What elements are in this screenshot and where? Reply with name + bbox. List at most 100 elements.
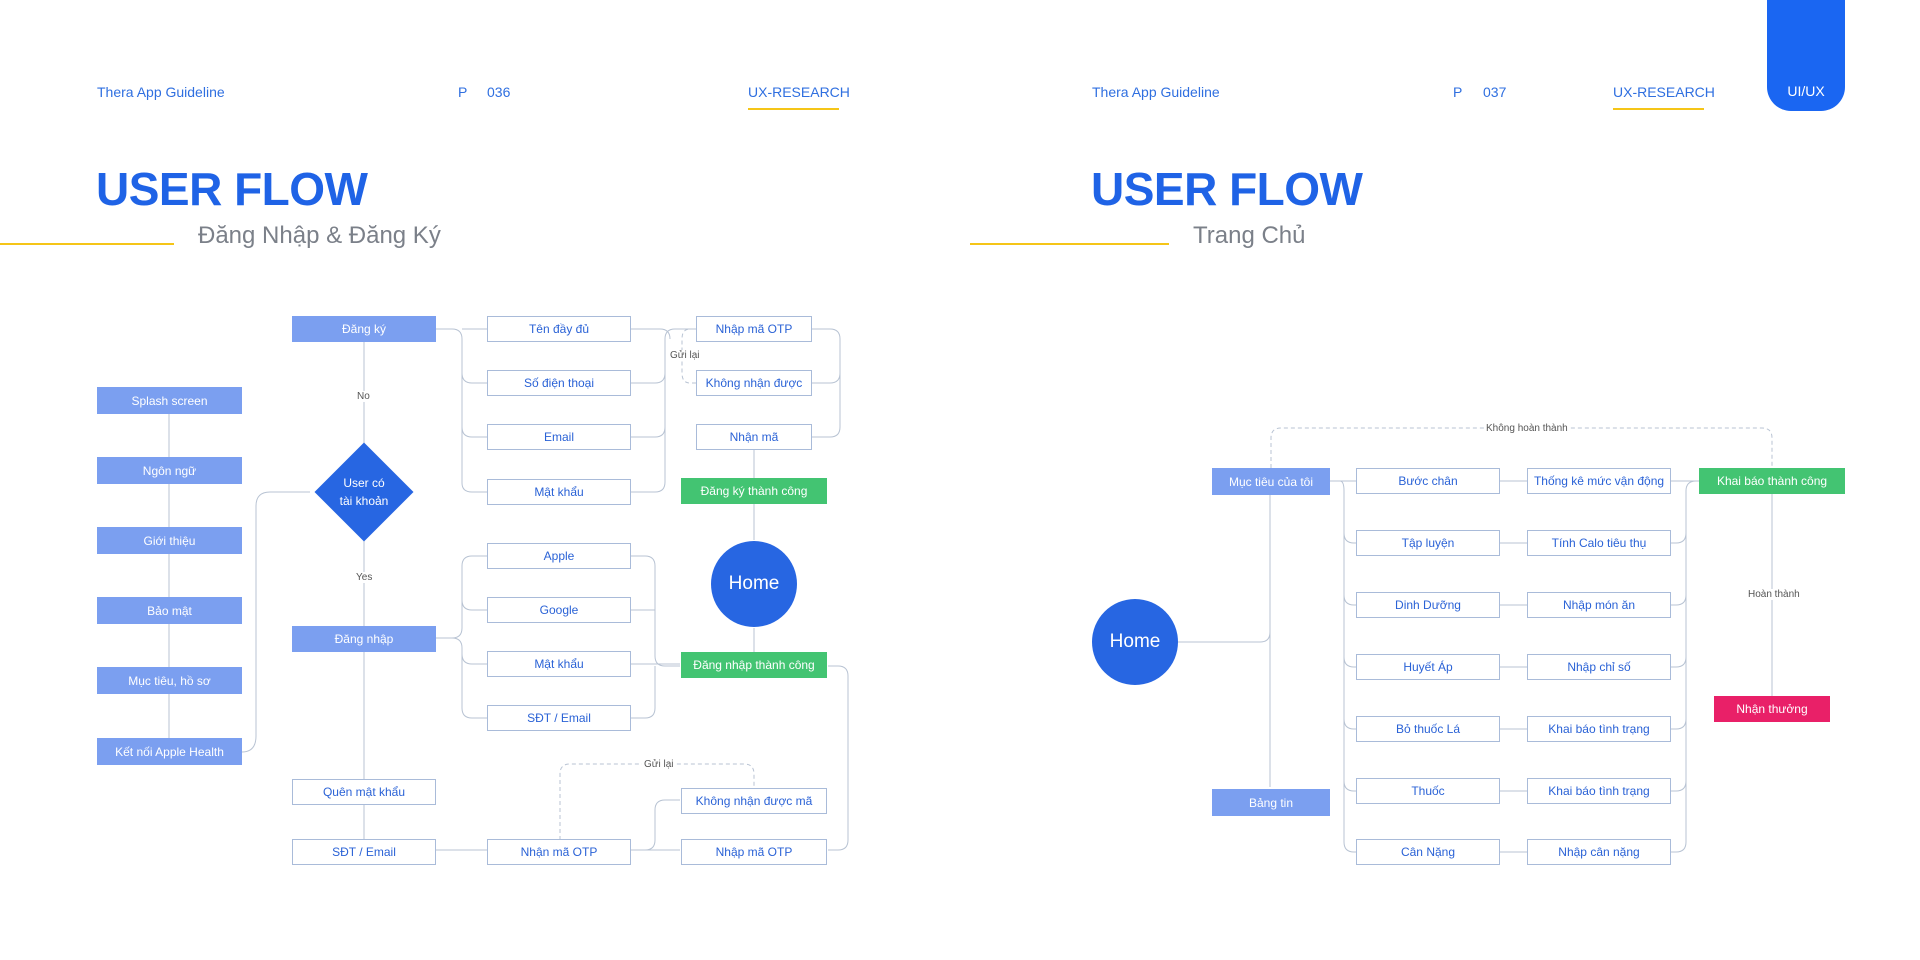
node-label: Splash screen <box>131 393 208 408</box>
right-page-subtitle: Trang Chủ <box>1193 222 1306 249</box>
node-label: Ngôn ngữ <box>142 463 197 478</box>
node-label: Mật khẩu <box>534 485 584 499</box>
resend-label-2: Gửi lại <box>642 759 676 770</box>
news-node: Bảng tin <box>1212 789 1330 816</box>
workout-node: Tập luyện <box>1356 530 1500 556</box>
left-section-underline <box>748 108 839 110</box>
node-label: Khai báo thành công <box>1716 474 1828 488</box>
left-page-prefix: P <box>458 84 468 100</box>
phone-number-node: Số điện thoại <box>487 370 631 396</box>
login-node: Đăng nhập <box>292 626 436 652</box>
node-label: Bước chân <box>1398 474 1458 488</box>
node-label: Số điện thoại <box>523 376 595 390</box>
received-code-node: Nhận mã <box>696 424 812 450</box>
node-label: Mục tiêu, hồ sơ <box>128 673 211 688</box>
node-label: Apple <box>543 549 575 563</box>
decision-label: User có tài khoản <box>314 474 414 510</box>
node-label: Nhận mã <box>729 430 779 444</box>
apple-node: Apple <box>487 543 631 569</box>
register-node: Đăng ký <box>292 316 436 342</box>
node-label: Nhận thưởng <box>1736 702 1808 716</box>
node-label: Đăng ký <box>341 322 387 336</box>
node-label: Quên mật khẩu <box>322 785 406 799</box>
language-node: Ngôn ngữ <box>97 457 242 484</box>
node-label: Đăng nhập <box>334 632 394 646</box>
node-label: Đăng ký thành công <box>700 484 808 498</box>
node-label: Không nhận được mã <box>695 794 813 808</box>
node-label: Huyết Áp <box>1403 660 1453 674</box>
resend-label-1: Gửi lại <box>668 350 702 361</box>
node-label: Nhập mã OTP <box>715 322 793 336</box>
left-title-divider <box>0 243 174 245</box>
node-label: Email <box>543 430 574 444</box>
register-success-node: Đăng ký thành công <box>681 478 827 504</box>
not-received-code-node: Không nhận được mã <box>681 788 827 814</box>
left-section-label: UX-RESEARCH <box>748 84 850 100</box>
uiux-tab[interactable]: UI/UX <box>1767 0 1845 111</box>
left-page-number: 036 <box>487 84 511 100</box>
password-node-1: Mật khẩu <box>487 479 631 505</box>
email-node: Email <box>487 424 631 450</box>
weight-node: Cân Nặng <box>1356 839 1500 865</box>
phone-email-node-2: SĐT / Email <box>487 705 631 731</box>
declare-status-node-1: Khai báo tình trạng <box>1527 716 1671 742</box>
node-label: Tập luyện <box>1401 536 1455 550</box>
home-node-right: Home <box>1092 599 1178 685</box>
medicine-node: Thuốc <box>1356 778 1500 804</box>
node-label: SĐT / Email <box>332 845 396 859</box>
node-label: Đăng nhập thành công <box>693 658 815 672</box>
node-label: Tính Calo tiêu thụ <box>1551 536 1647 550</box>
enter-weight-node: Nhập cân nặng <box>1527 839 1671 865</box>
right-title-divider <box>970 243 1169 245</box>
intro-node: Giới thiệu <box>97 527 242 554</box>
blood-pressure-node: Huyết Áp <box>1356 654 1500 680</box>
right-brand: Thera App Guideline <box>1092 84 1220 100</box>
yes-label: Yes <box>354 572 375 583</box>
otp-node-1: Nhập mã OTP <box>696 316 812 342</box>
node-label: Mục tiêu của tôi <box>1228 474 1314 489</box>
right-section-label: UX-RESEARCH <box>1613 84 1715 100</box>
enter-food-node: Nhập món ăn <box>1527 592 1671 618</box>
reward-node: Nhận thưởng <box>1714 696 1830 722</box>
right-page-title: USER FLOW <box>1091 163 1363 215</box>
node-label: Tên đầy đủ <box>528 322 590 336</box>
node-label: Nhận mã OTP <box>520 845 598 859</box>
node-label: Home <box>728 573 780 594</box>
incomplete-label: Không hoàn thành <box>1484 423 1570 434</box>
quit-smoking-node: Bỏ thuốc Lá <box>1356 716 1500 742</box>
node-label: Dinh Dưỡng <box>1395 598 1461 612</box>
declare-status-node-2: Khai báo tình trạng <box>1527 778 1671 804</box>
node-label: Google <box>539 603 579 617</box>
uiux-tab-label: UI/UX <box>1787 83 1825 99</box>
activity-stats-node: Thống kê mức vận động <box>1527 468 1671 494</box>
not-received-node: Không nhận được <box>696 370 812 396</box>
node-label: Bảng tin <box>1248 795 1294 810</box>
right-section-underline <box>1613 108 1704 110</box>
node-label: Cân Nặng <box>1400 845 1456 859</box>
node-label: SĐT / Email <box>527 711 591 725</box>
left-page-title: USER FLOW <box>96 163 368 215</box>
phone-email-node-1: SĐT / Email <box>292 839 436 865</box>
password-node-2: Mật khẩu <box>487 651 631 677</box>
complete-label: Hoàn thành <box>1746 589 1802 600</box>
right-page-prefix: P <box>1453 84 1463 100</box>
nutrition-node: Dinh Dưỡng <box>1356 592 1500 618</box>
calories-node: Tính Calo tiêu thụ <box>1527 530 1671 556</box>
apple-health-node: Kết nối Apple Health <box>97 738 242 765</box>
my-goals-node: Mục tiêu của tôi <box>1212 468 1330 495</box>
node-label: Mật khẩu <box>534 657 584 671</box>
declare-success-node: Khai báo thành công <box>1699 468 1845 494</box>
decision-line-1: User có <box>343 476 385 490</box>
login-success-node: Đăng nhập thành công <box>681 652 827 678</box>
goals-profile-node: Mục tiêu, hồ sơ <box>97 667 242 694</box>
no-label: No <box>355 391 372 402</box>
node-label: Kết nối Apple Health <box>115 744 224 759</box>
node-label: Không nhận được <box>705 376 803 390</box>
node-label: Khai báo tình trạng <box>1548 722 1650 736</box>
enter-index-node: Nhập chỉ số <box>1527 654 1671 680</box>
node-label: Giới thiệu <box>143 533 196 548</box>
google-node: Google <box>487 597 631 623</box>
node-label: Nhập chỉ số <box>1567 660 1631 674</box>
splash-screen-node: Splash screen <box>97 387 242 414</box>
otp-node-2: Nhập mã OTP <box>681 839 827 865</box>
